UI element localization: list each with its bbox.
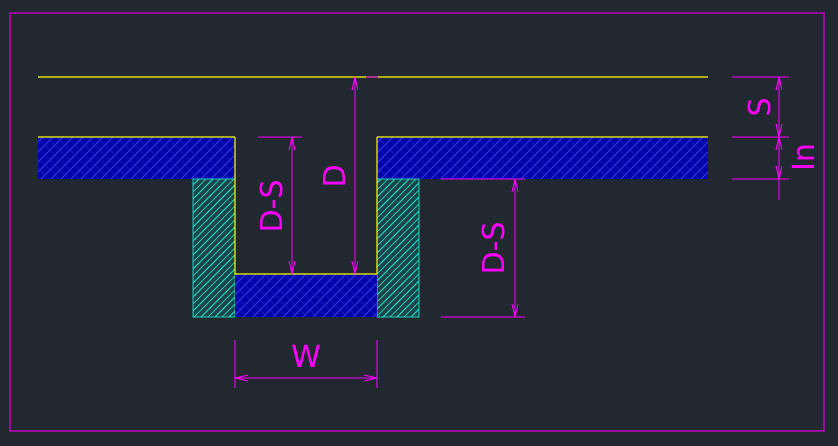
drawing-frame: [9, 12, 825, 432]
dimension-in: [732, 136, 789, 200]
label-in: In: [787, 143, 822, 171]
label-s: S: [743, 97, 778, 116]
label-d-minus-s-left: D-S: [255, 180, 290, 233]
dimension-d-minus-s-left: [258, 136, 302, 275]
right-trench-wall: [376, 178, 420, 318]
left-pavement-slab: [38, 137, 235, 179]
dimension-d: [351, 76, 378, 275]
dimension-d-minus-s-right: [441, 178, 525, 318]
right-pavement-slab: [377, 137, 708, 179]
label-w: W: [291, 340, 321, 375]
trench-bottom-slab: [235, 274, 377, 317]
label-d-minus-s-right: D-S: [477, 222, 512, 275]
dimension-w: [234, 340, 378, 388]
label-d: D: [318, 164, 353, 187]
left-trench-wall: [192, 178, 236, 318]
trench-outline: [234, 137, 378, 275]
